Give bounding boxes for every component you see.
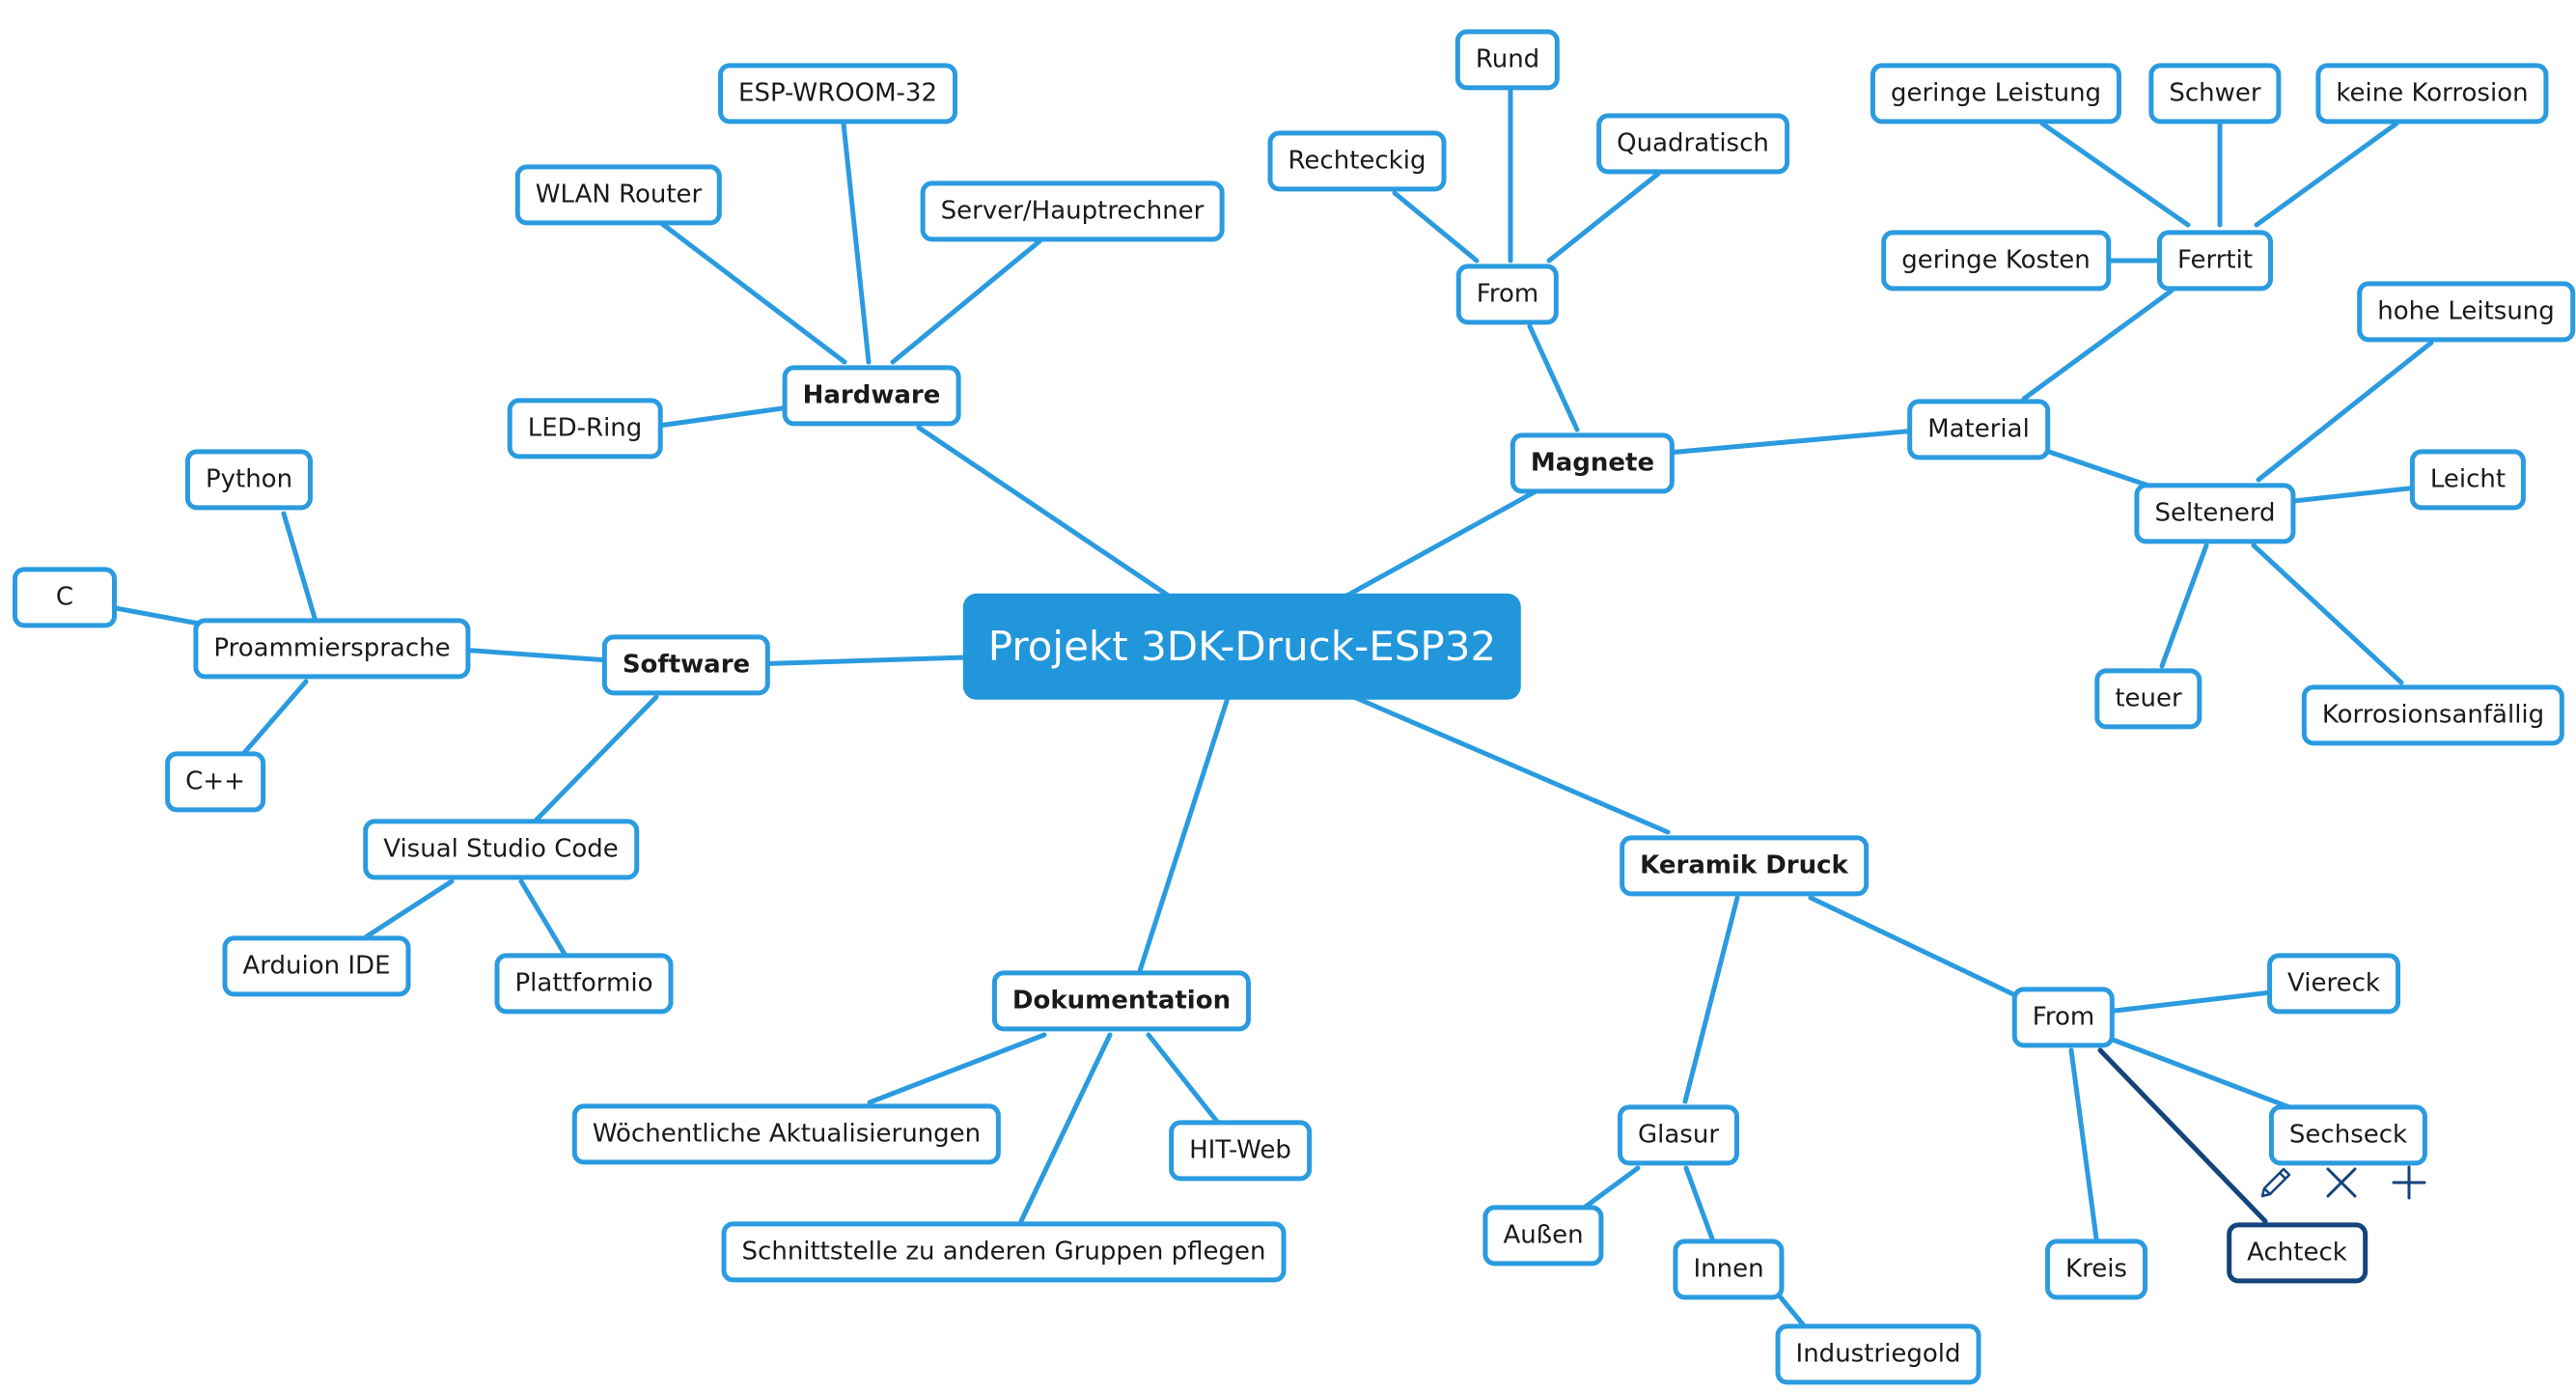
node-kreis[interactable]: Kreis: [2045, 1239, 2147, 1300]
node-esp-wroom-32[interactable]: ESP-WROOM-32: [718, 63, 957, 125]
node-schnittstelle[interactable]: Schnittstelle zu anderen Gruppen pflegen: [721, 1221, 1287, 1283]
node-hohe-leitsung[interactable]: hohe Leitsung: [2357, 281, 2575, 343]
node-python[interactable]: Python: [184, 449, 314, 511]
node-sechseck[interactable]: Sechseck: [2268, 1104, 2428, 1166]
node-arduino-ide[interactable]: Arduion IDE: [222, 935, 411, 997]
node-cpp[interactable]: C++: [165, 751, 265, 813]
node-geringe-leistung[interactable]: geringe Leistung: [1870, 63, 2122, 125]
node-plattformio[interactable]: Plattformio: [494, 953, 674, 1015]
node-woechentliche-aktualisierungen[interactable]: Wöchentliche Aktualisierungen: [571, 1103, 1002, 1165]
node-hit-web[interactable]: HIT-Web: [1169, 1120, 1312, 1182]
node-ferrit[interactable]: Ferrtit: [2156, 230, 2274, 292]
node-led-ring[interactable]: LED-Ring: [507, 398, 663, 460]
node-server-hauptrechner[interactable]: Server/Hauptrechner: [920, 181, 1225, 242]
node-quadratisch[interactable]: Quadratisch: [1596, 113, 1789, 175]
node-aussen[interactable]: Außen: [1482, 1205, 1604, 1267]
node-schwer[interactable]: Schwer: [2148, 63, 2282, 125]
node-achteck[interactable]: Achteck: [2227, 1222, 2368, 1284]
node-glasur[interactable]: Glasur: [1617, 1104, 1740, 1166]
node-rechteckig[interactable]: Rechteckig: [1267, 130, 1447, 192]
node-dokumentation[interactable]: Dokumentation: [991, 970, 1252, 1032]
node-korrosionsanfaellig[interactable]: Korrosionsanfällig: [2301, 684, 2565, 746]
node-visual-studio-code[interactable]: Visual Studio Code: [363, 819, 639, 880]
node-magnete-form[interactable]: From: [1455, 264, 1560, 325]
node-software[interactable]: Software: [601, 634, 771, 696]
root-node[interactable]: Projekt 3DK-Druck-ESP32: [962, 593, 1522, 701]
node-teuer[interactable]: teuer: [2094, 668, 2202, 730]
node-keramik-druck[interactable]: Keramik Druck: [1620, 835, 1869, 897]
node-geringe-kosten[interactable]: geringe Kosten: [1881, 230, 2111, 292]
node-rund[interactable]: Rund: [1454, 29, 1561, 91]
plus-icon[interactable]: [2388, 1161, 2430, 1204]
node-material[interactable]: Material: [1907, 399, 2050, 460]
node-wlan-router[interactable]: WLAN Router: [514, 164, 723, 226]
node-leicht[interactable]: Leicht: [2409, 449, 2527, 511]
close-icon[interactable]: [2320, 1161, 2363, 1204]
pencil-icon[interactable]: [2255, 1161, 2297, 1204]
node-viereck[interactable]: Viereck: [2267, 953, 2400, 1015]
node-innen[interactable]: Innen: [1673, 1239, 1785, 1300]
node-seltenerd[interactable]: Seltenerd: [2134, 483, 2296, 544]
node-c[interactable]: C: [13, 567, 117, 628]
node-keine-korrosion[interactable]: keine Korrosion: [2315, 63, 2549, 125]
node-programmiersprache[interactable]: Proammiersprache: [193, 618, 471, 680]
node-magnete[interactable]: Magnete: [1510, 432, 1676, 494]
node-industriegold[interactable]: Industriegold: [1775, 1323, 1981, 1385]
node-hardware[interactable]: Hardware: [782, 365, 961, 427]
node-keramik-form[interactable]: From: [2011, 987, 2116, 1048]
